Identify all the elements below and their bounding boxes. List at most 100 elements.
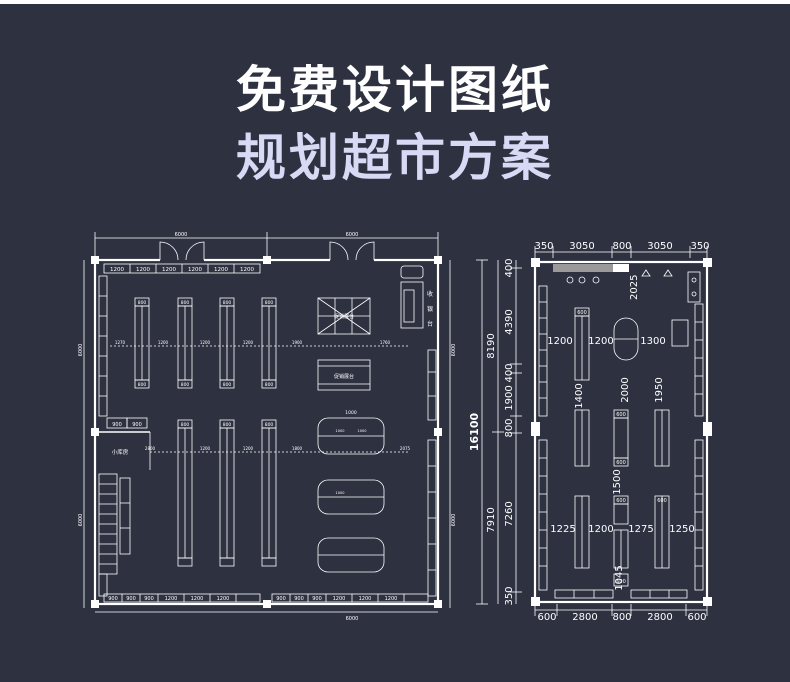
promo-grid: 促销展台 <box>317 297 371 335</box>
plan-b-left-outer: 8190 <box>486 333 497 358</box>
plan-b: 350 3050 800 3050 350 600 2800 800 2800 … <box>468 241 712 623</box>
plan-b-left-shelves <box>538 285 548 591</box>
plan-b-bottom-dim: 2800 <box>647 612 672 623</box>
fresh-counters: 1000 1000 1000 1000 <box>317 410 385 573</box>
plan-b-row-dim: 1275 <box>628 524 653 535</box>
bottom-shelf-label: 1200 <box>165 596 178 602</box>
bottom-shelf-label: 1200 <box>385 596 398 602</box>
lower-aisle-dim: 1800 <box>292 446 303 451</box>
door-left-1 <box>159 241 179 261</box>
island-cap: 800 <box>181 382 190 388</box>
plan-b-bottom-dim: 600 <box>687 612 706 623</box>
headline-line2: 规划超市方案 <box>236 129 554 187</box>
plan-b-row-dim: 1225 <box>550 524 575 535</box>
plan-b-mid-dim: 1200 <box>588 336 613 347</box>
island-cap: 600 <box>616 498 626 504</box>
plan-b-top-dim: 3050 <box>569 241 594 252</box>
plan-b-aisle-dim: 1950 <box>654 377 665 402</box>
top-shelf-label: 1200 <box>240 267 254 273</box>
fresh-dim: 1000 <box>336 491 345 495</box>
top-shelf-label: 1200 <box>110 267 124 273</box>
warehouse-box: 900 <box>132 422 142 428</box>
island-cap: 800 <box>265 422 274 428</box>
bottom-shelf-label: 1200 <box>217 596 230 602</box>
plan-b-row-dim: 1250 <box>669 524 694 535</box>
plan-a-left-shelves <box>98 275 108 417</box>
plan-b-top-dim: 3050 <box>647 241 672 252</box>
plan-a-lower-islands: 800 800 800 2800 1200 1200 1800 2075 <box>145 419 411 567</box>
plan-b-top-dim: 350 <box>534 241 553 252</box>
plan-b-top-dim: 800 <box>612 241 631 252</box>
bottom-shelf-label: 900 <box>312 596 322 602</box>
plan-b-left-inner: 4390 <box>504 309 515 334</box>
plan-a-left-dim: 6000 <box>78 344 84 357</box>
warehouse-box: 900 <box>112 422 122 428</box>
plan-b-bottom-shelves <box>554 589 688 599</box>
plan-a-top-shelves: 1200 1200 1200 1200 1200 1200 <box>103 263 261 274</box>
plan-a-left-dim-2: 6000 <box>78 514 84 527</box>
plan-b-row-dim: 1200 <box>588 524 613 535</box>
bottom-shelf-label: 900 <box>294 596 304 602</box>
lower-aisle-dim: 1200 <box>200 446 211 451</box>
bottom-shelf-label: 900 <box>144 596 154 602</box>
cashier-char-3: 台 <box>427 320 433 328</box>
plan-b-mid-dim: 1200 <box>547 336 572 347</box>
island-cap: 600 <box>657 498 667 504</box>
plan-b-left-inner: 400 <box>504 258 515 277</box>
plan-b-aisle-dim: 1045 <box>614 565 625 590</box>
island-cap: 800 <box>223 300 232 306</box>
plan-b-middle-islands: 600 600 1500 <box>574 409 670 495</box>
island-cap: 800 <box>223 422 232 428</box>
aisle-dim: 1900 <box>292 340 303 345</box>
plan-b-left-inner: 800 <box>504 418 515 437</box>
plan-b-aisle-dim: 1400 <box>574 383 585 408</box>
aisle-dim: 1760 <box>380 340 391 345</box>
island-cap: 800 <box>223 382 232 388</box>
plan-b-mid-dim: 1300 <box>640 336 665 347</box>
plan-b-aisle-dim: 2025 <box>629 275 640 300</box>
bottom-shelf-label: 1200 <box>359 596 372 602</box>
bottom-shelf-label: 1200 <box>333 596 346 602</box>
top-shelf-label: 1200 <box>136 267 150 273</box>
island-cap: 800 <box>181 300 190 306</box>
bottom-shelf-label: 1200 <box>191 596 204 602</box>
island-cap: 800 <box>265 382 274 388</box>
island-cap: 800 <box>138 300 147 306</box>
promo-label-2: 促销展台 <box>334 373 354 380</box>
plan-a-top-dim-2: 6000 <box>346 232 359 238</box>
plan-a-top-dim-1: 6000 <box>175 232 188 238</box>
top-shelf-label: 1200 <box>214 267 228 273</box>
door-right-1 <box>329 241 349 261</box>
plan-b-left-outer: 7910 <box>486 507 497 532</box>
promo-label: 促销展台 <box>334 313 354 320</box>
lower-aisle-dim: 2075 <box>400 446 411 451</box>
aisle-dim: 1200 <box>158 340 169 345</box>
island-cap: 600 <box>616 412 626 418</box>
island-cap: 800 <box>181 422 190 428</box>
plan-b-upper-islands: 600 2025 1200 1200 1300 2000 1950 1400 <box>547 275 665 409</box>
plan-a: 6000 6000 6000 6000 6000 6000 6000 <box>78 232 457 622</box>
plan-b-right-shelves <box>671 303 704 591</box>
cashier-char-1: 收 <box>427 290 433 298</box>
island-cap: 600 <box>616 460 626 466</box>
plan-b-bottom-dim: 800 <box>612 612 631 623</box>
plan-a-cashier: 收 银 台 <box>400 265 433 329</box>
cashier-char-2: 银 <box>427 305 433 313</box>
aisle-dim: 1200 <box>200 340 211 345</box>
plan-a-right-dim: 6000 <box>451 344 457 357</box>
plan-b-bottom-dim: 2800 <box>572 612 597 623</box>
plan-b-aisle-dim: 2000 <box>620 377 631 402</box>
promo-display-2: 促销展台 <box>317 359 371 391</box>
plan-b-bottom-dim: 600 <box>537 612 556 623</box>
plan-b-aisle-dim: 1500 <box>612 469 623 494</box>
bottom-shelf-label: 900 <box>276 596 286 602</box>
bottom-shelf-label: 900 <box>126 596 136 602</box>
fresh-dim: 1000 <box>345 410 357 416</box>
fresh-dim: 1000 <box>336 429 345 433</box>
headline-line1: 免费设计图纸 <box>236 61 554 119</box>
island-cap: 800 <box>138 382 147 388</box>
warehouse-area: 900 900 小库房 <box>98 417 151 597</box>
island-cap: 800 <box>265 300 274 306</box>
plan-a-upper-islands: 800 800 800 800 800 800 <box>110 297 410 389</box>
